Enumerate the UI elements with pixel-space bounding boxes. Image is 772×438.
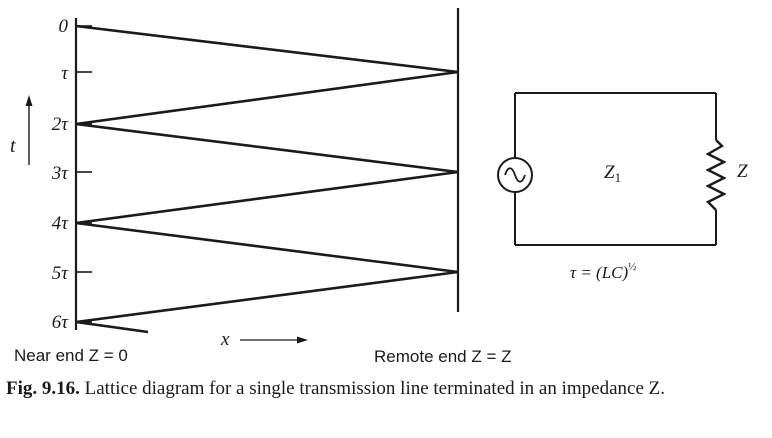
t-axis-arrowhead xyxy=(25,95,33,106)
near-end-label: Near end Z = 0 xyxy=(14,346,128,365)
lattice-wave-paths xyxy=(75,24,459,334)
figure-caption: Fig. 9.16. Lattice diagram for a single … xyxy=(6,377,766,400)
tick-label-6: 6τ xyxy=(52,312,70,333)
tau-formula: τ = (LC)½ xyxy=(570,261,636,282)
caption-label: Fig. 9.16. xyxy=(6,378,80,399)
line-impedance-label: Z1 xyxy=(604,162,621,185)
lattice-figure: 0 τ 2τ 3τ 4τ 5τ 6τ t x Near end Z = 0 Re… xyxy=(10,8,748,366)
tick-label-4: 4τ xyxy=(52,213,70,234)
tick-label-1: τ xyxy=(61,63,69,84)
resistor-icon xyxy=(705,139,727,211)
load-impedance-label: Z xyxy=(737,161,748,182)
t-axis-label: t xyxy=(10,135,16,157)
tick-label-2: 2τ xyxy=(52,114,70,135)
remote-end-label: Remote end Z = Z xyxy=(374,347,511,366)
x-axis-arrowhead xyxy=(297,336,308,344)
tick-label-0: 0 xyxy=(59,16,69,37)
x-axis-label: x xyxy=(220,329,230,350)
ac-sine-icon xyxy=(504,167,526,183)
tick-label-3: 3τ xyxy=(51,163,70,184)
tick-label-5: 5τ xyxy=(52,263,70,284)
caption-text: Lattice diagram for a single transmissio… xyxy=(84,378,666,399)
circuit-diagram xyxy=(514,92,717,246)
time-tick-marks xyxy=(76,25,92,323)
